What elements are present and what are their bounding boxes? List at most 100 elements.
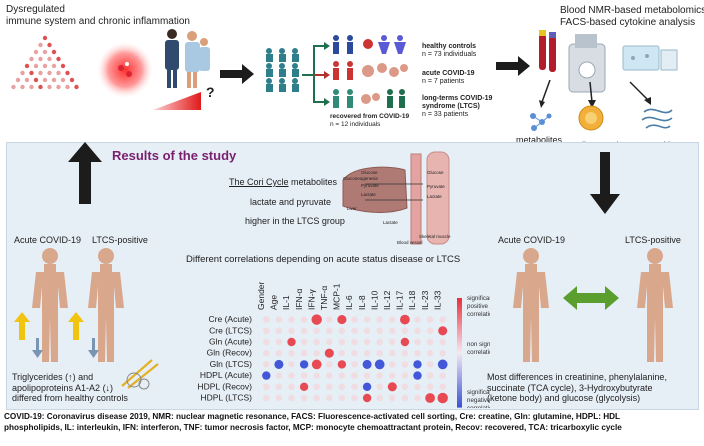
heatmap-cell	[263, 350, 270, 357]
heatmap-cell	[437, 359, 448, 370]
metabolites-icon	[530, 113, 552, 131]
correlations-title: Different correlations depending on acut…	[186, 254, 461, 265]
organ-label-lactate-muscle: Lactate	[427, 194, 442, 199]
organ-label-skeletal-muscle: Skeletal muscle	[419, 234, 451, 239]
heatmap-cell	[401, 372, 409, 379]
heatmap-cell	[351, 338, 358, 346]
heatmap-col-label: IL-12	[382, 290, 392, 310]
lipoproteins-icon	[578, 105, 604, 131]
heatmap-col-label: IL-6	[344, 295, 354, 310]
heatmap-cell	[363, 316, 371, 323]
heatmap-cell	[363, 350, 371, 357]
lab-equipment-icon	[539, 30, 678, 93]
heatmap-col-label: TNF-α	[319, 286, 329, 310]
heatmap-col-label: IFN-γ	[306, 288, 316, 310]
heatmap-cell	[401, 394, 409, 402]
heatmap-cell	[351, 327, 358, 334]
heatmap-col-label: IL-23	[420, 290, 430, 310]
heatmap-legend-label: non significant	[467, 341, 490, 348]
heatmap-cell	[337, 315, 347, 325]
lipid-icon	[121, 359, 159, 390]
heatmap-cell	[299, 382, 309, 391]
heatmap-cell	[376, 383, 383, 390]
heatmap-cell	[326, 372, 333, 379]
heatmap-cell	[288, 327, 295, 334]
heatmap-cell	[351, 383, 358, 390]
arrow-down-icon	[590, 152, 620, 214]
heatmap-cell	[376, 327, 383, 334]
heatmap-cell	[311, 359, 322, 370]
heatmap-legend-label: correlation	[467, 311, 490, 318]
heatmap-cell	[400, 314, 410, 325]
heatmap-col-label: IL-1	[281, 295, 291, 310]
heatmap-cell	[338, 394, 346, 402]
heatmap-cell	[362, 393, 372, 403]
heatmap-cell	[376, 316, 383, 323]
heatmap-cell	[299, 360, 309, 369]
heatmap-legend-label: negative	[467, 397, 490, 404]
heatmap-cell	[311, 314, 322, 325]
heatmap-cell	[426, 338, 434, 346]
heatmap-cell	[351, 350, 358, 357]
heatmap-cell	[338, 350, 346, 357]
heatmap-cell	[326, 361, 333, 368]
analysis-title: Blood NMR-based metabolomics & FACS-base…	[560, 5, 704, 28]
heatmap-cell	[300, 372, 308, 379]
right-finding: Most differences in creatinine, phenylal…	[487, 372, 667, 403]
heatmap-cell	[401, 361, 409, 368]
abbreviations-footer: COVID-19: Coronavirus disease 2019, NMR:…	[4, 411, 700, 433]
heatmap-cell	[313, 350, 320, 357]
organ-label-gluconeogenesis: Gluconeogenesis	[343, 176, 379, 181]
human-figures-left-icon	[32, 248, 124, 362]
organ-label-pyruvate-liver: Pyruvate	[361, 183, 379, 188]
acute-covid-icon	[333, 61, 408, 80]
question-mark: ?	[206, 84, 215, 100]
heatmap-cell	[275, 316, 283, 323]
dysregulation-label: Dysregulated immune system and chronic i…	[6, 4, 190, 27]
left-label-acute: Acute COVID-19	[14, 235, 82, 245]
heatmap-cell	[288, 394, 295, 402]
heatmap-legend-label: correlation	[467, 405, 490, 408]
cori-text-line2: lactate and pyruvate	[250, 197, 332, 207]
heatmap-cell	[263, 361, 270, 368]
heatmap-cell	[376, 394, 383, 402]
heatmap-cell	[351, 361, 358, 368]
heatmap-row-label: HDPL (Recov)	[198, 381, 253, 391]
heatmap-col-label: IL-33	[432, 290, 442, 310]
heatmap-cell	[326, 316, 333, 323]
healthy-controls-icon	[333, 35, 406, 54]
heatmap-col-label: IL-18	[407, 290, 417, 310]
heatmap-cell	[263, 394, 270, 402]
heatmap-cell	[363, 327, 371, 334]
heatmap-cell	[426, 350, 434, 357]
heatmap-cell	[263, 316, 270, 323]
heatmap-cell	[376, 338, 383, 346]
heatmap-cell	[414, 383, 421, 390]
footer-line-2: phospholipids, IL: interleukin, IFN: int…	[4, 423, 622, 432]
heatmap-row-label: HDPL (Acute)	[200, 370, 252, 380]
heatmap-legend-label: significant	[467, 389, 490, 396]
heatmap-cell	[426, 327, 434, 334]
heatmap-cell	[389, 350, 396, 357]
immune-cell-cluster-icon	[11, 35, 79, 90]
patient-cohort-icon	[266, 48, 299, 92]
heatmap-cell	[425, 393, 435, 403]
heatmap-cell	[288, 372, 295, 379]
heatmap-cell	[414, 327, 421, 334]
organ-label-glucose-liver: Glucose	[361, 170, 378, 175]
heatmap-legend-label: positive	[467, 303, 489, 310]
heatmap-cell	[401, 327, 409, 334]
heatmap-cell	[413, 371, 422, 380]
heatmap-cell	[439, 316, 446, 323]
heatmap-row-label: Gln (LTCS)	[210, 359, 253, 369]
heatmap-cell	[326, 394, 333, 402]
heatmap-row-label: Gln (Acute)	[209, 336, 252, 346]
heatmap-cell	[363, 338, 371, 346]
heatmap-cell	[338, 338, 346, 346]
heatmap-cell	[439, 338, 446, 346]
heatmap-cell	[300, 338, 308, 346]
human-figures-right-icon	[513, 248, 673, 362]
